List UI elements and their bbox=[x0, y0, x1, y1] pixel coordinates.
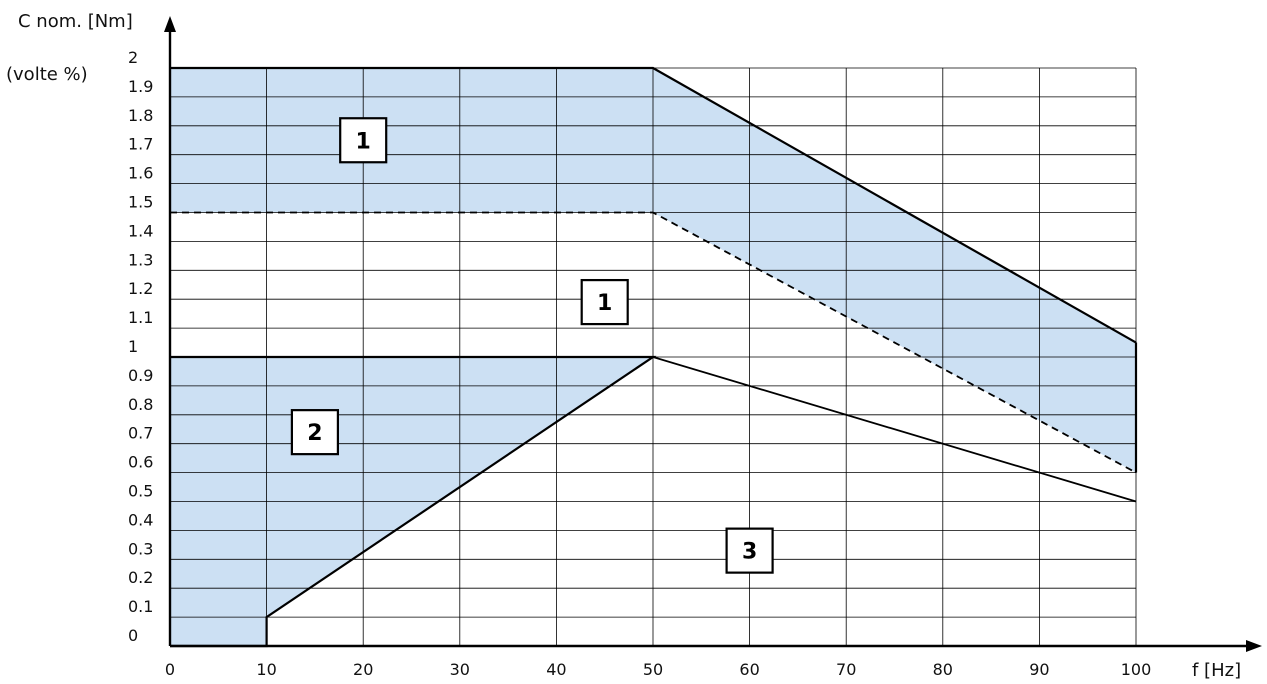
y-axis-arrow bbox=[164, 16, 176, 32]
x-tick-label: 70 bbox=[836, 660, 856, 679]
y-axis-sublabel: (volte %) bbox=[6, 64, 88, 85]
x-tick-label: 30 bbox=[450, 660, 470, 679]
y-tick-label: 1.8 bbox=[128, 106, 153, 125]
y-tick-label: 1.6 bbox=[128, 164, 153, 183]
x-axis-arrow bbox=[1246, 640, 1262, 652]
x-tick-label: 0 bbox=[165, 660, 175, 679]
y-tick-label: 0.7 bbox=[128, 424, 153, 443]
axes-layer bbox=[164, 16, 1262, 652]
x-axis-label: f [Hz] bbox=[1192, 660, 1241, 681]
region-labels: 1 1 2 3 bbox=[290, 117, 774, 574]
y-tick-label: 0.8 bbox=[128, 395, 153, 414]
y-tick-labels: 0 0.1 0.2 0.3 0.4 0.5 0.6 0.7 0.8 0.9 1 1.1 1.2 1.3 1.… bbox=[128, 48, 153, 645]
x-tick-label: 10 bbox=[256, 660, 276, 679]
y-tick-label: 1.9 bbox=[128, 77, 153, 96]
region-label-text: 1 bbox=[356, 129, 371, 154]
x-tick-label: 100 bbox=[1121, 660, 1152, 679]
y-tick-label: 0.2 bbox=[128, 568, 153, 587]
x-tick-label: 60 bbox=[739, 660, 759, 679]
y-tick-label: 1.5 bbox=[128, 193, 153, 212]
region-label-box bbox=[725, 527, 774, 574]
y-tick-label: 0.5 bbox=[128, 482, 153, 501]
y-tick-label: 0.1 bbox=[128, 597, 153, 616]
y-tick-label: 1.4 bbox=[128, 221, 153, 240]
x-tick-label: 90 bbox=[1029, 660, 1049, 679]
region-1-upper-line bbox=[170, 66, 1137, 344]
y-tick-label: 1.1 bbox=[128, 308, 153, 327]
region-label-box bbox=[580, 278, 629, 326]
region-label-text: 2 bbox=[307, 421, 322, 446]
y-tick-label: 0.4 bbox=[128, 510, 153, 529]
region-1-fill bbox=[170, 68, 1136, 473]
x-tick-label: 80 bbox=[933, 660, 953, 679]
y-tick-label: 0 bbox=[128, 626, 138, 645]
y-tick-label: 1.3 bbox=[128, 250, 153, 269]
x-tick-labels: 0 10 20 30 40 50 60 70 80 90 100 bbox=[165, 660, 1151, 679]
region-label-text: 3 bbox=[742, 540, 757, 565]
y-tick-label: 0.3 bbox=[128, 539, 153, 558]
y-tick-label: 0.9 bbox=[128, 366, 153, 385]
region-label-box bbox=[339, 117, 388, 164]
y-tick-label: 0.6 bbox=[128, 453, 153, 472]
region-label-box bbox=[290, 409, 339, 456]
x-tick-label: 50 bbox=[643, 660, 663, 679]
y-tick-label: 1.7 bbox=[128, 135, 153, 154]
y-tick-label: 1.2 bbox=[128, 279, 153, 298]
y-tick-label: 1 bbox=[128, 337, 138, 356]
region-label-text: 1 bbox=[597, 291, 612, 316]
x-tick-label: 20 bbox=[353, 660, 373, 679]
y-tick-label: 2 bbox=[128, 48, 138, 67]
region-1-lower-dashed-line bbox=[170, 211, 1137, 474]
x-tick-label: 40 bbox=[546, 660, 566, 679]
y-axis-label: C nom. [Nm] bbox=[18, 11, 133, 32]
